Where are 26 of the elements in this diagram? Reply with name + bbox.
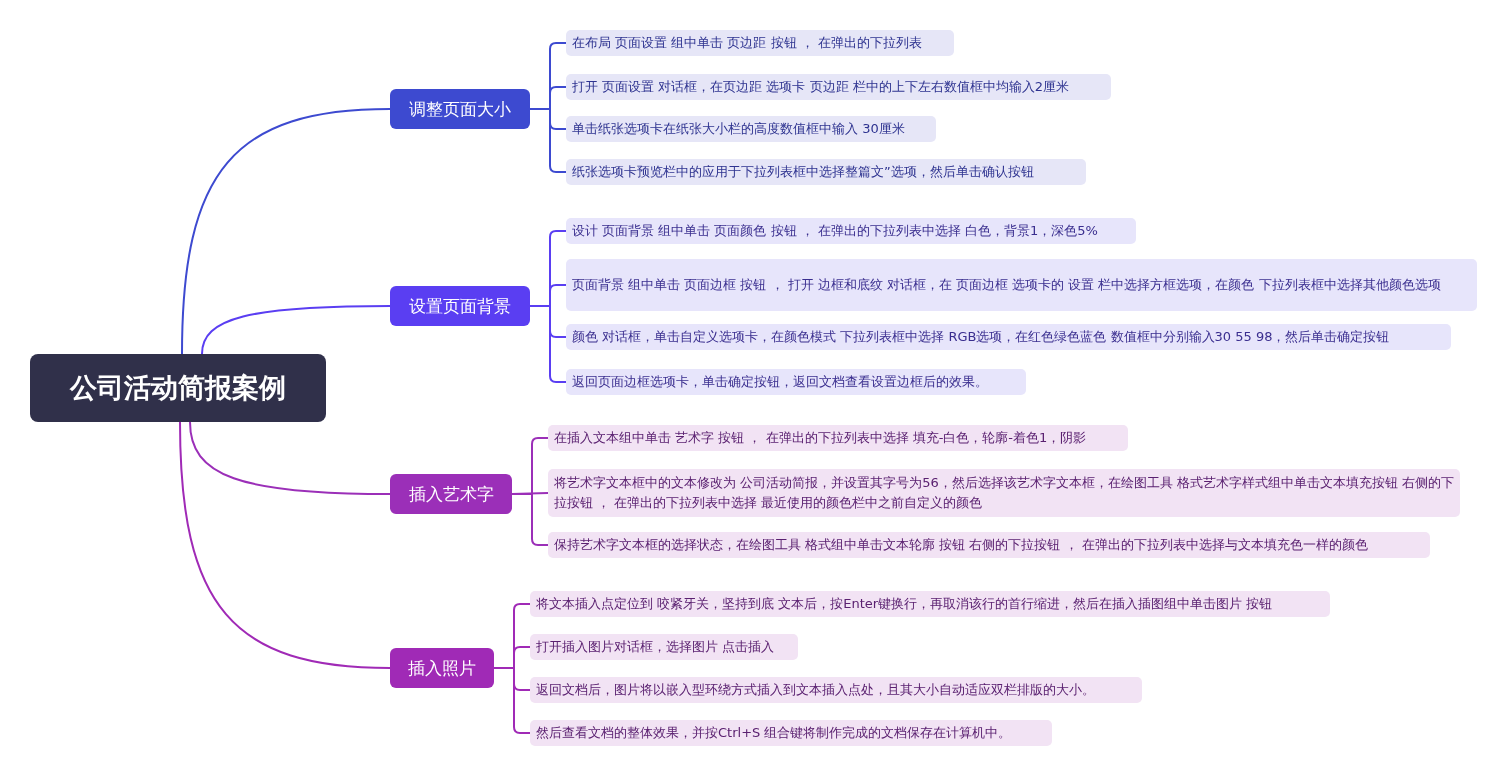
branch-line [181, 108, 391, 355]
subtopic-box: 打开插入图片对话框，选择图片 点击插入 [530, 634, 798, 660]
subtopic-box: 单击纸张选项卡在纸张大小栏的高度数值框中输入 30厘米 [566, 116, 936, 142]
central-topic: 公司活动简报案例 [30, 354, 326, 422]
branch-line [201, 305, 391, 355]
branch-topic: 插入艺术字 [390, 474, 512, 514]
subtopic-box: 打开 页面设置 对话框，在页边距 选项卡 页边距 栏中的上下左右数值框中均输入2厘米 [566, 74, 1111, 100]
subtopic-box: 在布局 页面设置 组中单击 页边距 按钮 ， 在弹出的下拉列表 [566, 30, 954, 56]
subtopic-box: 将文本插入点定位到 咬紧牙关，坚持到底 文本后，按Enter键换行，再取消该行的首行缩进，然后在插入插图组中单击图片 按钮 [530, 591, 1330, 617]
subtopic-box: 设计 页面背景 组中单击 页面颜色 按钮 ， 在弹出的下拉列表中选择 白色，背景1，深色5% [566, 218, 1136, 244]
subtopic-box: 纸张选项卡预览栏中的应用于下拉列表框中选择整篇文”选项，然后单击确认按钮 [566, 159, 1086, 185]
subtopic-box: 返回页面边框选项卡，单击确定按钮，返回文档查看设置边框后的效果。 [566, 369, 1026, 395]
subtopic-box: 保持艺术字文本框的选择状态，在绘图工具 格式组中单击文本轮廓 按钮 右侧的下拉按钮 ， 在弹出的下拉列表中选择与文本填充色一样的颜色 [548, 532, 1430, 558]
branch-line [511, 493, 549, 546]
branch-line [179, 421, 391, 669]
subtopic-box: 将艺术字文本框中的文本修改为 公司活动简报，并设置其字号为56，然后选择该艺术字文本框，在绘图工具 格式艺术字样式组中单击文本填充按钮 右侧的下拉按钮 ， 在弹出的下拉列表中选择 最近使用的颜色栏中之前自定义的颜色 [548, 469, 1460, 517]
branch-topic: 设置页面背景 [390, 286, 530, 326]
branch-line [189, 421, 391, 495]
subtopic-box: 返回文档后，图片将以嵌入型环绕方式插入到文本插入点处，且其大小自动适应双栏排版的大小。 [530, 677, 1142, 703]
branch-line [529, 108, 567, 173]
branch-topic: 插入照片 [390, 648, 494, 688]
branch-topic: 调整页面大小 [390, 89, 530, 129]
subtopic-box: 然后查看文档的整体效果，并按Ctrl+S 组合键将制作完成的文档保存在计算机中。 [530, 720, 1052, 746]
subtopic-box: 在插入文本组中单击 艺术字 按钮 ， 在弹出的下拉列表中选择 填充-白色，轮廓-着色1，阴影 [548, 425, 1128, 451]
subtopic-box: 颜色 对话框，单击自定义选项卡，在颜色模式 下拉列表框中选择 RGB选项，在红色绿色蓝色 数值框中分别输入30 55 98，然后单击确定按钮 [566, 324, 1451, 350]
subtopic-box: 页面背景 组中单击 页面边框 按钮 ， 打开 边框和底纹 对话框，在 页面边框 选项卡的 设置 栏中选择方框选项，在颜色 下拉列表框中选择其他颜色选项 [566, 259, 1477, 311]
